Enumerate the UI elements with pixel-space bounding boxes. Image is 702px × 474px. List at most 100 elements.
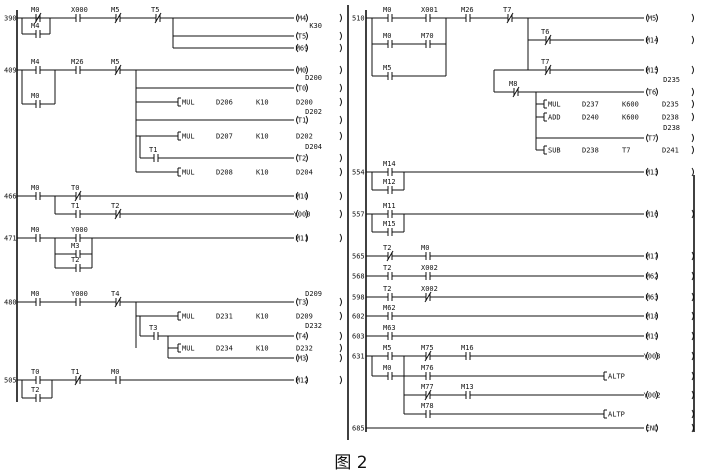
contact-label: T2 [383, 264, 391, 272]
coil-label: T7 [648, 135, 656, 143]
function-arg: K10 [256, 345, 269, 353]
function-arg: K600 [622, 101, 639, 109]
coil-label: T1 [298, 117, 306, 125]
wire [74, 374, 82, 386]
rail-cap [691, 35, 694, 45]
rail-cap [691, 271, 694, 281]
rail-cap [691, 390, 694, 400]
coil-left [646, 35, 649, 45]
contact-label: M11 [383, 202, 396, 210]
coil-right [655, 167, 658, 177]
contact-label: T7 [503, 6, 511, 14]
wire [512, 86, 520, 98]
coil-right [655, 271, 658, 281]
rail-cap [339, 331, 342, 341]
rail-cap [691, 112, 694, 122]
contact-label: M0 [383, 32, 391, 40]
contact-label: X001 [421, 6, 438, 14]
coil-label: M4 [298, 15, 306, 23]
coil-label: M62 [646, 273, 659, 281]
contact-label: T2 [383, 285, 391, 293]
contact-label: M5 [111, 6, 119, 14]
step-number: 685 [352, 425, 365, 433]
coil-right [305, 209, 308, 219]
coil-right [305, 331, 308, 341]
function-arg: D238 [582, 147, 599, 155]
contact-label: T1 [149, 146, 157, 154]
coil-left [296, 375, 299, 385]
contact-label: M78 [421, 402, 434, 410]
coil-left [646, 390, 649, 400]
coil-right [305, 83, 308, 93]
rail-cap [339, 97, 342, 107]
coil-right [655, 65, 658, 75]
contact-label: T5 [151, 6, 159, 14]
output-label: K30 [309, 22, 322, 30]
coil-left [646, 13, 649, 23]
coil-left [646, 87, 649, 97]
function-arg: D240 [582, 114, 599, 122]
coil-left [296, 31, 299, 41]
contact-label: M5 [111, 58, 119, 66]
coil-label: T2 [298, 155, 306, 163]
step-number: 390 [4, 15, 17, 23]
coil-left [646, 133, 649, 143]
step-number: 505 [4, 377, 17, 385]
coil-right [305, 13, 308, 23]
step-number: 631 [352, 353, 365, 361]
coil-label: T6 [648, 89, 656, 97]
rail-cap [339, 311, 342, 321]
contact-label: M0 [31, 290, 39, 298]
coil-right [305, 233, 308, 243]
rail-cap [339, 353, 342, 363]
coil-label: T4 [298, 333, 306, 341]
function-arg: D237 [582, 101, 599, 109]
wire [34, 12, 42, 24]
coil-label: M19 [646, 333, 659, 341]
coil-label: END [646, 425, 659, 433]
coil-left [296, 297, 299, 307]
function-op: MUL [182, 313, 195, 321]
contact-label: X002 [421, 285, 438, 293]
rail-cap [691, 409, 694, 419]
contact-label: M0 [31, 184, 39, 192]
wire [544, 34, 552, 46]
function-dest: D238 [662, 114, 679, 122]
contact-label: M0 [111, 368, 119, 376]
coil-label: M5 [648, 15, 656, 23]
rail-cap [691, 65, 694, 75]
rail-cap [339, 153, 342, 163]
function-dest: D241 [662, 147, 679, 155]
wire [114, 64, 122, 76]
coil-left [296, 43, 299, 53]
step-number: 471 [4, 235, 17, 243]
output-label: D204 [305, 143, 322, 151]
coil-right [655, 209, 658, 219]
step-number: 554 [352, 169, 365, 177]
contact-label: M4 [31, 58, 39, 66]
contact-label: T4 [111, 290, 119, 298]
coil-right [655, 423, 658, 433]
contact-label: M70 [421, 32, 434, 40]
output-label: D232 [305, 322, 322, 330]
contact-label: M26 [71, 58, 84, 66]
wire [154, 12, 162, 24]
contact-label: T2 [71, 256, 79, 264]
contact-label: M0 [31, 226, 39, 234]
coil-label: M69 [296, 45, 309, 53]
coil-left [646, 167, 649, 177]
output-label: D238 [663, 124, 680, 132]
function-op: SUB [548, 147, 561, 155]
rail-cap [691, 209, 694, 219]
contact-label: M0 [31, 92, 39, 100]
contact-label: T1 [71, 202, 79, 210]
function-arg: K10 [256, 313, 269, 321]
rail-cap [339, 43, 342, 53]
rail-cap [339, 167, 342, 177]
coil-right [305, 375, 308, 385]
rail-cap [691, 87, 694, 97]
function-arg: D234 [216, 345, 233, 353]
coil-left [296, 353, 299, 363]
coil-left [296, 233, 299, 243]
function-arg: K10 [256, 99, 269, 107]
